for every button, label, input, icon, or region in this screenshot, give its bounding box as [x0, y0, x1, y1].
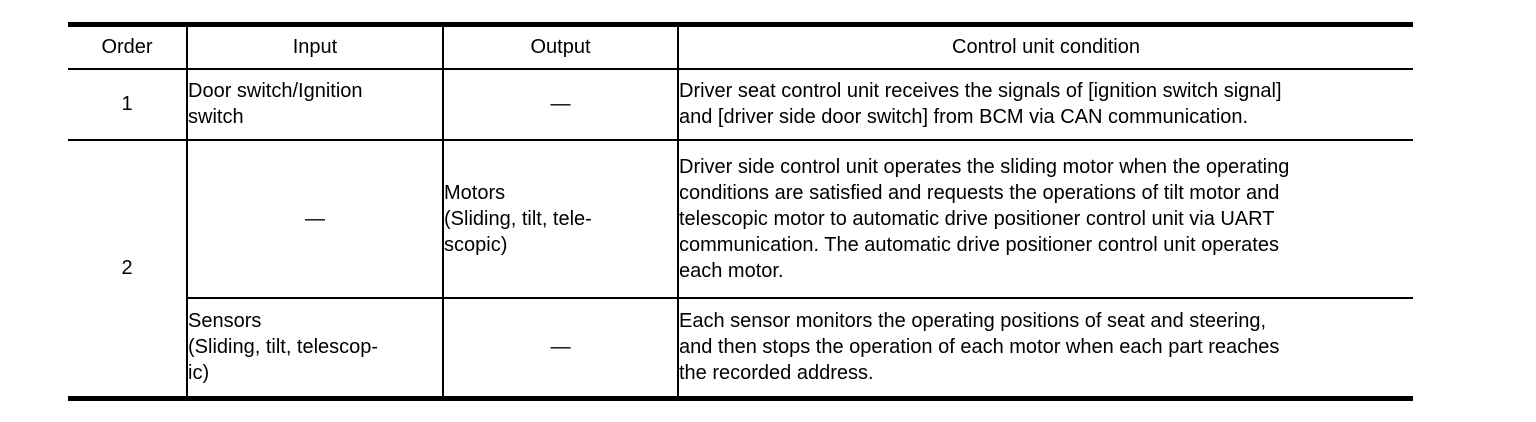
cell-output-2a: Motors (Sliding, tilt, tele- scopic): [442, 138, 679, 299]
header-order: Order: [68, 23, 188, 70]
cell-condition-2b: Each sensor monitors the operating posit…: [677, 296, 1413, 400]
cell-output-1: —: [442, 67, 679, 141]
cell-input-2a: —: [186, 138, 444, 299]
cell-output-2b: —: [442, 296, 679, 400]
header-control-unit-condition: Control unit condition: [677, 23, 1413, 70]
cell-input-1: Door switch/Ignition switch: [186, 67, 444, 141]
cell-condition-2a: Driver side control unit operates the sl…: [677, 138, 1413, 299]
header-output: Output: [442, 23, 679, 70]
cell-condition-1: Driver seat control unit receives the si…: [677, 67, 1413, 141]
cell-input-2b: Sensors (Sliding, tilt, telescop- ic): [186, 296, 444, 400]
table-row-1: 1 Door switch/Ignition switch — Driver s…: [68, 67, 1413, 141]
header-input: Input: [186, 23, 444, 70]
table-row-2a: 2 — Motors (Sliding, tilt, tele- scopic)…: [68, 138, 1413, 400]
control-unit-condition-table: Order Input Output Control unit conditio…: [68, 22, 1413, 401]
header-row: Order Input Output Control unit conditio…: [68, 23, 1413, 70]
cell-order-1: 1: [68, 67, 188, 141]
cell-order-2: 2: [68, 138, 188, 400]
table-row-2b: Sensors (Sliding, tilt, telescop- ic) — …: [68, 296, 1413, 400]
